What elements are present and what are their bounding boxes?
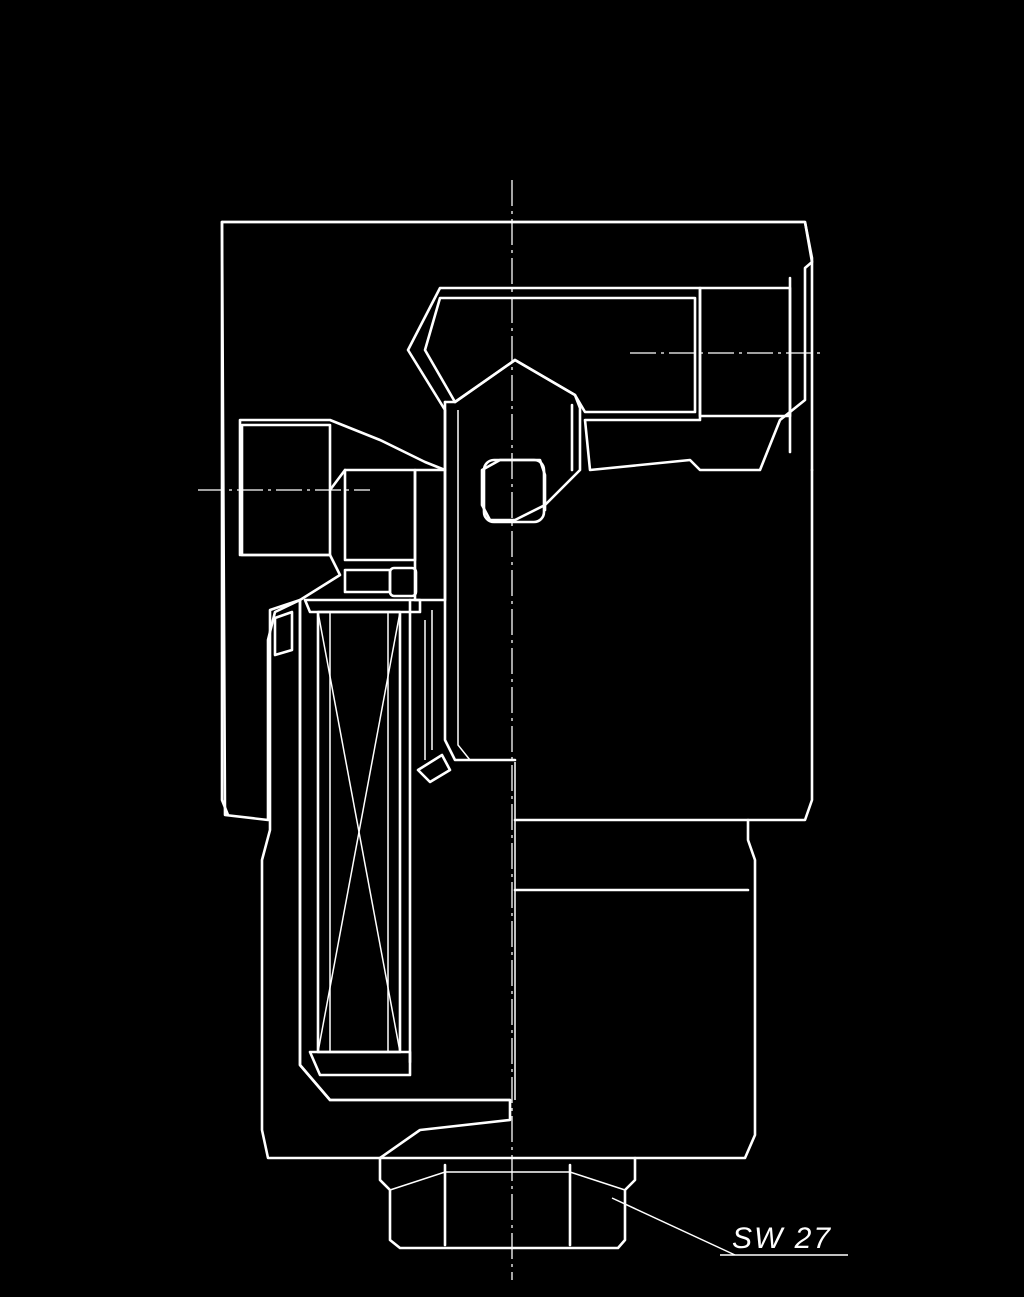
center-lines xyxy=(198,180,820,1280)
bypass-valve xyxy=(416,358,582,784)
wrench-size-label: SW 27 xyxy=(732,1222,832,1255)
wrench-size-callout: SW 27 xyxy=(611,1197,848,1256)
callout-leader-line xyxy=(611,1197,736,1256)
element-top-cap xyxy=(273,566,422,657)
drain-plug-hex xyxy=(378,1156,637,1250)
filter-bowl-section xyxy=(260,598,512,1160)
filter-element xyxy=(308,598,433,1077)
valve-sleeve xyxy=(328,468,447,602)
head-outline xyxy=(220,220,814,817)
housing-right-half xyxy=(378,468,814,1160)
